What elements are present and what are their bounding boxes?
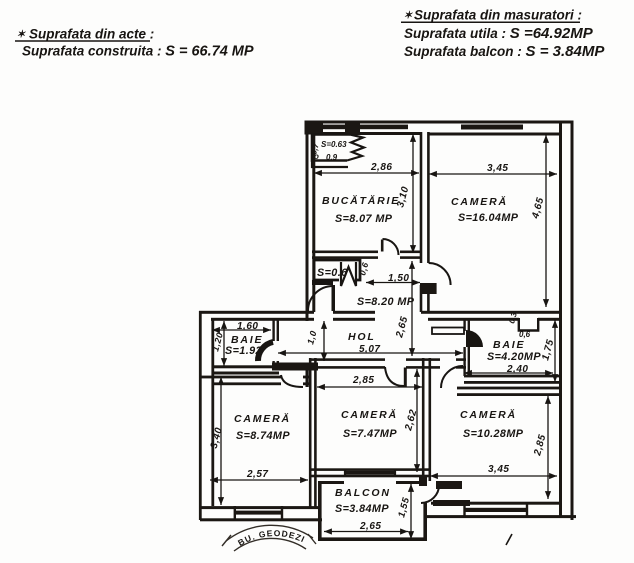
svg-text:3,10: 3,10 [395,185,411,209]
svg-text:BAIE: BAIE [493,339,525,351]
svg-text:Suprafata din acte :: Suprafata din acte : [29,27,154,42]
svg-text:4,65: 4,65 [530,196,546,221]
svg-text:o: o [314,152,319,161]
svg-text:S=8.20 MP: S=8.20 MP [357,296,415,308]
svg-text:2,86: 2,86 [370,162,392,173]
svg-text:Suprafata din masuratori :: Suprafata din masuratori : [414,8,582,23]
svg-text:S=1.92: S=1.92 [225,345,262,357]
svg-text:S=4.20MP: S=4.20MP [487,351,541,363]
svg-text:1,50: 1,50 [388,273,409,284]
svg-text:CAMERĂ: CAMERĂ [460,408,517,421]
svg-text:S=10.28MP: S=10.28MP [463,428,524,440]
svg-text:S=0.63: S=0.63 [321,140,347,149]
svg-text:S=8.07 MP: S=8.07 MP [335,213,393,225]
svg-text:CAMERĂ: CAMERĂ [341,408,398,421]
svg-text:1,0: 1,0 [305,329,318,345]
svg-text:2,65: 2,65 [394,315,410,340]
svg-text:BAIE: BAIE [231,334,263,346]
svg-text:0,3: 0,3 [507,311,519,325]
svg-text:0,6: 0,6 [519,330,531,339]
svg-text:1,60: 1,60 [237,321,258,332]
svg-text:CAMERĂ: CAMERĂ [234,412,291,425]
svg-text:Suprafata construita : S = 66.: Suprafata construita : S = 66.74 MP [22,44,254,60]
svg-text:2,65: 2,65 [359,521,381,532]
svg-text:BU. GEODEZI: BU. GEODEZI [236,528,307,548]
svg-text:5,07: 5,07 [359,344,380,355]
svg-text:0,6: 0,6 [357,261,370,276]
svg-text:✶: ✶ [17,29,27,41]
svg-text:2,57: 2,57 [246,469,268,480]
svg-text:3,45: 3,45 [487,163,508,174]
svg-text:3,45: 3,45 [488,464,509,475]
svg-text:2,85: 2,85 [532,433,548,458]
svg-text:1,20: 1,20 [210,331,225,352]
svg-text:✶: ✶ [404,10,414,22]
svg-text:S=16.04MP: S=16.04MP [458,212,519,224]
svg-text:0,7: 0,7 [309,142,321,156]
svg-text:BUCĂTĂRIE: BUCĂTĂRIE [322,194,400,207]
svg-text:S=0.6: S=0.6 [317,267,348,279]
svg-text:Suprafata utila : S =64.92MP: Suprafata utila : S =64.92MP [404,25,594,42]
svg-text:Suprafata balcon : S = 3.84MP: Suprafata balcon : S = 3.84MP [404,43,605,60]
svg-text:S=7.47MP: S=7.47MP [343,428,397,440]
svg-text:1,55: 1,55 [396,496,412,519]
svg-text:1,75: 1,75 [540,338,556,362]
svg-text:2,85: 2,85 [352,375,374,386]
svg-text:S=3.84MP: S=3.84MP [335,503,389,515]
svg-text:CAMERĂ: CAMERĂ [451,195,508,208]
svg-text:S=8.74MP: S=8.74MP [236,430,290,442]
svg-text:0.9: 0.9 [326,153,338,162]
svg-text:3,40: 3,40 [209,426,225,450]
svg-text:2,40: 2,40 [506,364,528,375]
svg-text:HOL: HOL [348,331,376,343]
svg-text:BALCON: BALCON [335,487,391,499]
